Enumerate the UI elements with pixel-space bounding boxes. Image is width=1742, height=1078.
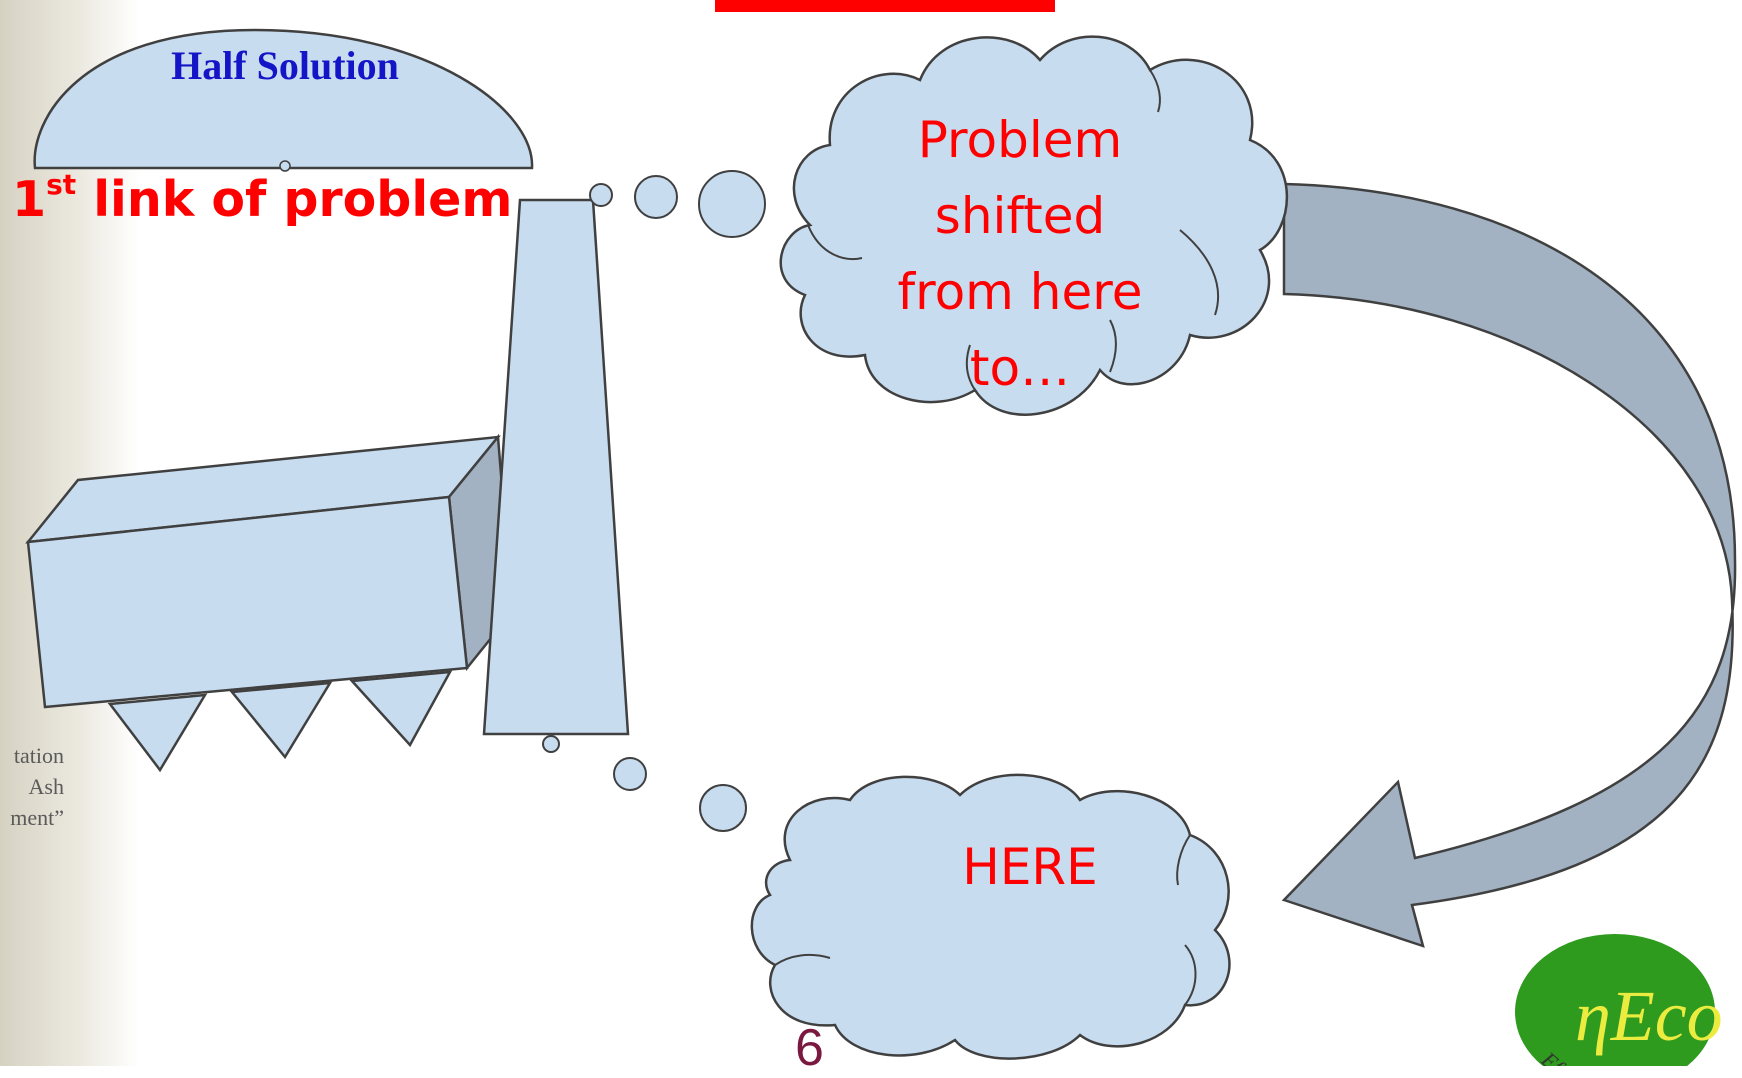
first-link-rest: link of problem: [76, 171, 512, 228]
curved-arrow: [1284, 184, 1735, 946]
side-caption-line: tation: [0, 740, 64, 771]
first-link-number: 1: [12, 171, 46, 228]
side-caption-line: ment”: [0, 802, 64, 833]
shifted-line: Problem: [830, 102, 1210, 178]
bubble-top-large: [699, 171, 765, 237]
shifted-line: shifted: [830, 178, 1210, 254]
shifted-line: from here: [830, 254, 1210, 330]
hopper-2: [232, 683, 330, 757]
hopper-3: [352, 672, 450, 745]
neco-logo: ηEco Effici: [1515, 934, 1723, 1066]
bubble-bottom-small: [543, 736, 559, 752]
shifted-line: to…: [830, 330, 1210, 406]
page-number: 6: [795, 1018, 824, 1078]
side-caption-line: Ash: [0, 771, 64, 802]
bubble-bottom-large: [700, 785, 746, 831]
here-label: HERE: [930, 838, 1130, 896]
bubble-top-medium: [635, 176, 677, 218]
first-link-suffix: st: [46, 168, 76, 201]
bubble-top-small: [590, 184, 612, 206]
hopper-1: [110, 695, 205, 770]
side-caption: tation Ash ment”: [0, 740, 64, 833]
bubble-bottom-medium: [614, 758, 646, 790]
logo-text: ηEco: [1575, 976, 1723, 1056]
first-link-label: 1st link of problem: [12, 168, 512, 228]
cloud-here: [752, 775, 1230, 1059]
factory-building: [28, 437, 512, 770]
chimney: [484, 200, 628, 734]
problem-shifted-text: Problem shifted from here to…: [830, 102, 1210, 406]
half-solution-label: Half Solution: [130, 42, 440, 89]
